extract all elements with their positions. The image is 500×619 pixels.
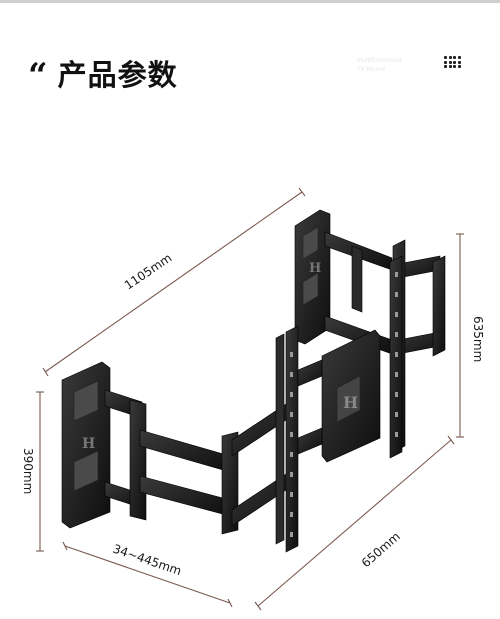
left-inner-arm-lower (231, 467, 296, 527)
front-rail-left (285, 325, 299, 553)
width-total-label: 1105mm (122, 251, 175, 293)
top-rule (0, 0, 500, 3)
extension-dimension-line (64, 545, 231, 604)
faint-caption-line1: Multifunctional (357, 57, 402, 64)
svg-text:H: H (343, 393, 358, 412)
left-hinge-block (129, 399, 147, 521)
dimension-lines (36, 187, 464, 611)
svg-text:H: H (309, 261, 321, 276)
width-dimension-line (44, 191, 303, 373)
tv-mount-illustration: H H H (61, 209, 446, 553)
faint-caption: Multifunctional TV Mount (357, 56, 402, 74)
left-outer-arm-lower (139, 475, 231, 517)
rail-holes (290, 272, 398, 537)
grid-dots-icon[interactable] (444, 56, 461, 68)
left-outer-arm-upper (139, 429, 231, 473)
faint-caption-line2: TV Mount (357, 66, 386, 73)
extension-label: 34~445mm (111, 542, 183, 579)
left-inner-arm-upper (231, 397, 296, 457)
height-left-label: 390mm (21, 448, 35, 494)
svg-text:H: H (82, 436, 95, 452)
page-title: 产品参数 (57, 58, 178, 92)
height-right-label: 635mm (471, 316, 485, 362)
right-rail-2 (432, 255, 446, 357)
header: “ 产品参数 (28, 52, 178, 94)
depth-label: 650mm (359, 529, 403, 570)
quote-mark: “ (28, 56, 48, 96)
depth-dimension-line (257, 439, 452, 607)
